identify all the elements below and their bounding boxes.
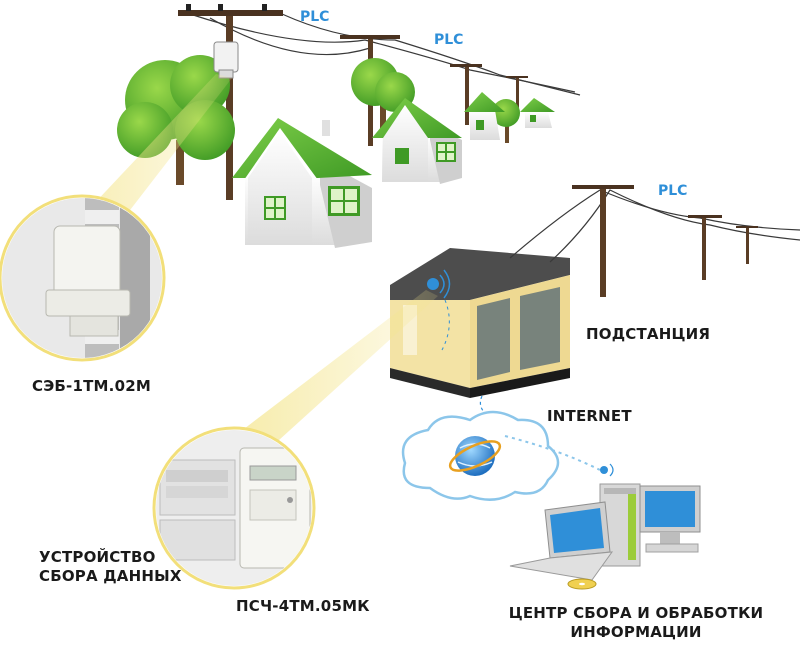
house-mid — [372, 98, 462, 184]
antenna-substation — [427, 269, 451, 299]
laptop — [509, 501, 614, 581]
utility-pole-7 — [736, 226, 758, 264]
data-device-label: УСТРОЙСТВО СБОРА ДАННЫХ — [39, 548, 182, 586]
house-large — [232, 118, 372, 248]
data-device-circle — [152, 426, 316, 590]
house-small — [464, 92, 505, 140]
utility-pole-5 — [572, 185, 634, 297]
data-device-label-line1: УСТРОЙСТВО — [39, 548, 156, 566]
utility-pole-3 — [450, 64, 482, 125]
substation-label: ПОДСТАНЦИЯ — [586, 325, 711, 343]
counter-label: ПСЧ-4ТМ.05МК — [236, 597, 370, 615]
utility-pole-1 — [178, 4, 283, 200]
desktop-monitor — [639, 485, 701, 553]
signal-beam-device — [240, 290, 438, 450]
data-device-label-line2: СБОРА ДАННЫХ — [39, 567, 182, 585]
substation-building — [390, 248, 570, 398]
antenna-pc — [600, 463, 614, 477]
plc-label-1: PLC — [300, 9, 330, 25]
meter-circle — [0, 194, 166, 362]
globe-icon — [448, 436, 502, 476]
internet-label: INTERNET — [547, 407, 632, 425]
processing-center-label-line1: ЦЕНТР СБОРА И ОБРАБОТКИ — [508, 604, 764, 622]
signal-waves-cloud-right — [504, 435, 601, 471]
tree-small — [492, 99, 520, 143]
cd-disc — [567, 578, 597, 590]
processing-center-label-line2: ИНФОРМАЦИИ — [570, 623, 702, 641]
processing-center-label: ЦЕНТР СБОРА И ОБРАБОТКИ ИНФОРМАЦИИ — [500, 604, 772, 642]
plc-label-3: PLC — [658, 183, 688, 199]
meter-label: СЭБ-1ТМ.02М — [32, 377, 151, 395]
power-lines-right — [509, 189, 800, 263]
utility-pole-6 — [688, 215, 722, 280]
signal-waves-cloud-up — [479, 395, 485, 413]
house-far — [520, 98, 555, 128]
tree-mid — [351, 58, 415, 135]
plc-label-2: PLC — [434, 32, 464, 48]
utility-pole-4 — [506, 76, 528, 116]
